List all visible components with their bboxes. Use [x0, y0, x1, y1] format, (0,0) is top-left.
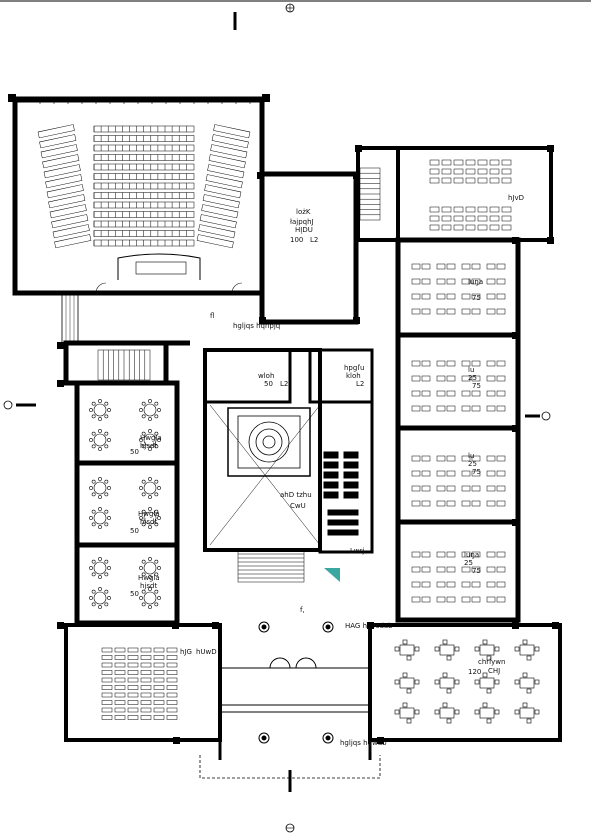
meeting-rooms: [89, 399, 161, 609]
hall-area: 100: [290, 236, 303, 244]
office1-level: L2: [280, 380, 288, 388]
class4-cap: 75: [472, 567, 481, 575]
class2-name: lu: [468, 366, 474, 374]
meeting3-sub: hjsdt: [140, 582, 157, 590]
class3-name: lu: [468, 452, 474, 460]
office2-sub: kloh: [346, 372, 361, 380]
class4-name: luŋa: [464, 551, 479, 559]
stairs-left: [97, 349, 151, 381]
corridor-top-label: fl: [210, 312, 214, 320]
hall-label-group: lożK łajpqhJ HĮDU 100 L2 fl hgljqs hqnpj…: [210, 208, 318, 330]
class2-a: 25: [468, 374, 477, 382]
shaft-highlight: [324, 568, 340, 582]
library-sub: chrĺywn: [478, 657, 505, 666]
classroom-labels: luŋa 75 lu 25 75 lu 25 75 luŋa 25 75: [464, 278, 483, 575]
lecture-bottom-label: hUwD: [196, 648, 217, 656]
meeting2-cap: 50: [130, 527, 139, 535]
classrooms: [411, 263, 506, 603]
lobby-label: hgljqs hqnpjq: [233, 322, 280, 330]
office2-label: hpgľu: [344, 364, 364, 372]
library-area: 120: [468, 668, 481, 676]
hall-sub2: HĮDU: [295, 226, 313, 234]
meeting2-name: Hwgla: [138, 510, 160, 518]
meeting2-sub: hjsdt: [140, 518, 157, 526]
library-room: [394, 639, 540, 724]
class4-a: 25: [464, 559, 473, 567]
entry-columns: [258, 621, 334, 744]
office1-area: 50: [264, 380, 273, 388]
class1-cap: 75: [472, 294, 481, 302]
entry-label: f,: [300, 606, 305, 614]
stairs-right: [359, 167, 381, 221]
library-sub2: CHJ: [488, 667, 500, 675]
auditorium: [8, 94, 270, 296]
meeting1-name: Hwgla: [140, 434, 162, 442]
meeting1-cap: 50: [130, 448, 139, 456]
small-room-label: Lwrj: [350, 547, 365, 555]
lecture-top-label: hJvD: [508, 194, 524, 202]
hall-level: L2: [310, 236, 318, 244]
class3-cap: 75: [472, 468, 481, 476]
meeting3-name: Hwgla: [138, 574, 160, 582]
class1-name: luŋa: [468, 278, 483, 286]
lobby-bottom-label: hgljqs hgwub: [340, 739, 387, 747]
lecture-room-bottom: [101, 647, 178, 720]
atrium-label1: ahD tzhu: [280, 491, 312, 499]
meeting-labels: Hwgla hjsdt 50 Hwgla hjsdt 50 Hwgla hjsd…: [130, 434, 162, 598]
structural-posts: [57, 145, 559, 744]
office2-level: L2: [356, 380, 364, 388]
lecture-room-top: [429, 159, 512, 231]
atrium: ahD tzhu CwU: [209, 404, 321, 546]
class2-cap: 75: [472, 382, 481, 390]
office-labels: wloh 50 L2 hpgľu kloh L2: [258, 364, 364, 388]
office1-label: wloh: [258, 372, 274, 380]
hall-sub1: łajpqhJ: [290, 218, 314, 226]
class3-a: 25: [468, 460, 477, 468]
stairs-center: [237, 549, 305, 583]
restrooms: [323, 451, 359, 536]
meeting1-sub: hjsdt: [140, 442, 157, 450]
meeting3-cap: 50: [130, 590, 139, 598]
atrium-label2: CwU: [290, 502, 306, 510]
lecture-bottom-label2: hJG: [180, 648, 192, 656]
north-marker-icon: [3, 3, 551, 833]
hall-name: lożK: [296, 208, 311, 216]
